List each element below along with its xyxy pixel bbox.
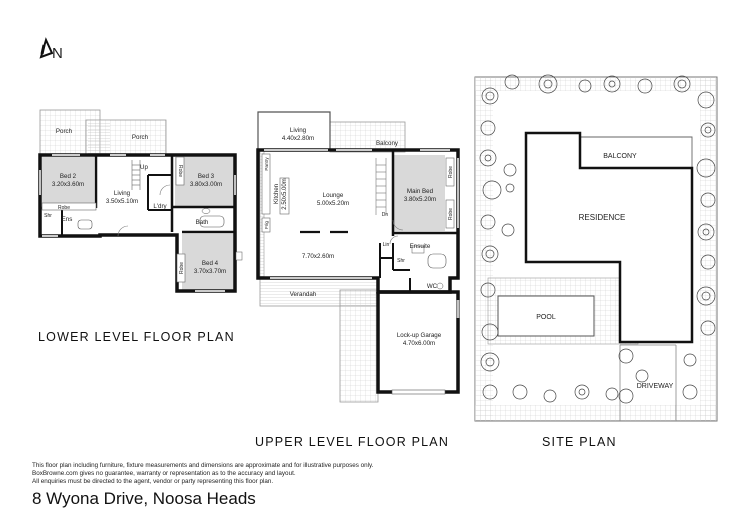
upper-shower-label: Shr bbox=[397, 258, 405, 264]
lower-bed3-name: Bed 3 bbox=[198, 173, 215, 180]
upper-living-name: Living bbox=[290, 127, 307, 134]
property-address: 8 Wyona Drive, Noosa Heads bbox=[32, 489, 256, 508]
lower-bath-label: Bath bbox=[196, 219, 209, 226]
upper-robe-2-label: Robe bbox=[448, 208, 454, 220]
upper-fridge-label: Frig bbox=[264, 221, 269, 229]
site-driveway-label: DRIVEWAY bbox=[637, 383, 674, 390]
upper-wc-label: WC bbox=[427, 283, 438, 290]
site-plan-title: SITE PLAN bbox=[542, 435, 617, 449]
upper-ensuite-label: Ensuite bbox=[410, 243, 431, 250]
upper-kitchen-size: 2.50x5.00m bbox=[282, 178, 288, 209]
lower-ensuite-label: Ens bbox=[62, 216, 73, 223]
upper-level-title: UPPER LEVEL FLOOR PLAN bbox=[255, 435, 449, 449]
lower-stairs-up-label: Up bbox=[140, 164, 148, 171]
lower-robe-bed3-label: Robe bbox=[177, 165, 183, 177]
upper-balcony-label: Balcony bbox=[376, 140, 399, 147]
lower-bed4-size: 3.70x3.70m bbox=[194, 268, 226, 275]
upper-linen-label: Lin bbox=[383, 242, 390, 248]
disclaimer-line-2: BoxBrowne.com gives no guarantee, warran… bbox=[32, 470, 296, 477]
disclaimer: This floor plan including furniture, fix… bbox=[32, 462, 412, 486]
lower-bed2-name: Bed 2 bbox=[60, 173, 77, 180]
upper-lounge-size: 5.00x5.20m bbox=[317, 200, 349, 207]
lower-bed3-size: 3.80x3.00m bbox=[190, 181, 222, 188]
site-residence-label: RESIDENCE bbox=[579, 213, 626, 222]
upper-living-size: 4.40x2.80m bbox=[282, 135, 314, 142]
lower-level-plan: Porch Porch Bed 2 3.20x3.60m Living 3.50… bbox=[38, 109, 243, 293]
site-balcony-label: BALCONY bbox=[603, 153, 637, 160]
lower-porch-left-label: Porch bbox=[56, 128, 73, 135]
upper-verandah-label: Verandah bbox=[290, 291, 317, 298]
upper-main-bed-name: Main Bed bbox=[407, 188, 434, 195]
lower-bed4-name: Bed 4 bbox=[202, 260, 219, 267]
upper-garage-name: Lock-up Garage bbox=[397, 332, 442, 339]
lower-robe-bed2-label: Robe bbox=[58, 205, 70, 211]
upper-pantry-label: Pantry bbox=[264, 157, 269, 171]
disclaimer-line-3: All enquiries must be directed to the ag… bbox=[32, 478, 274, 485]
upper-main-bed-size: 3.80x5.20m bbox=[404, 196, 436, 203]
upper-level-plan: Living 4.40x2.80m Balcony Lounge 5.00x5.… bbox=[256, 111, 460, 403]
compass-north-icon: N bbox=[39, 37, 63, 62]
upper-lounge-name: Lounge bbox=[323, 192, 344, 199]
upper-deck-size: 7.70x2.60m bbox=[302, 253, 334, 260]
compass-letter: N bbox=[52, 45, 63, 62]
site-pool-label: POOL bbox=[536, 314, 556, 321]
lower-porch-right-label: Porch bbox=[132, 134, 149, 141]
disclaimer-line-1: This floor plan including furniture, fix… bbox=[32, 462, 374, 469]
lower-living-name: Living bbox=[114, 190, 131, 197]
lower-laundry-label: L'dry bbox=[153, 203, 167, 210]
upper-stairs-down-label: Dn bbox=[382, 212, 389, 218]
lower-shower-label: Shr bbox=[44, 213, 52, 219]
upper-garage-size: 4.70x6.00m bbox=[403, 340, 435, 347]
site-plan: BALCONY RESIDENCE POOL DRIVEWAY bbox=[474, 74, 718, 422]
lower-living-size: 3.50x5.10m bbox=[106, 198, 138, 205]
lower-bed2-size: 3.20x3.60m bbox=[52, 181, 84, 188]
lower-level-title: LOWER LEVEL FLOOR PLAN bbox=[38, 330, 235, 344]
upper-robe-1-label: Robe bbox=[448, 166, 454, 178]
lower-robe-bed4-label: Robe bbox=[179, 262, 185, 274]
upper-kitchen-name: Kitchen bbox=[274, 184, 280, 204]
